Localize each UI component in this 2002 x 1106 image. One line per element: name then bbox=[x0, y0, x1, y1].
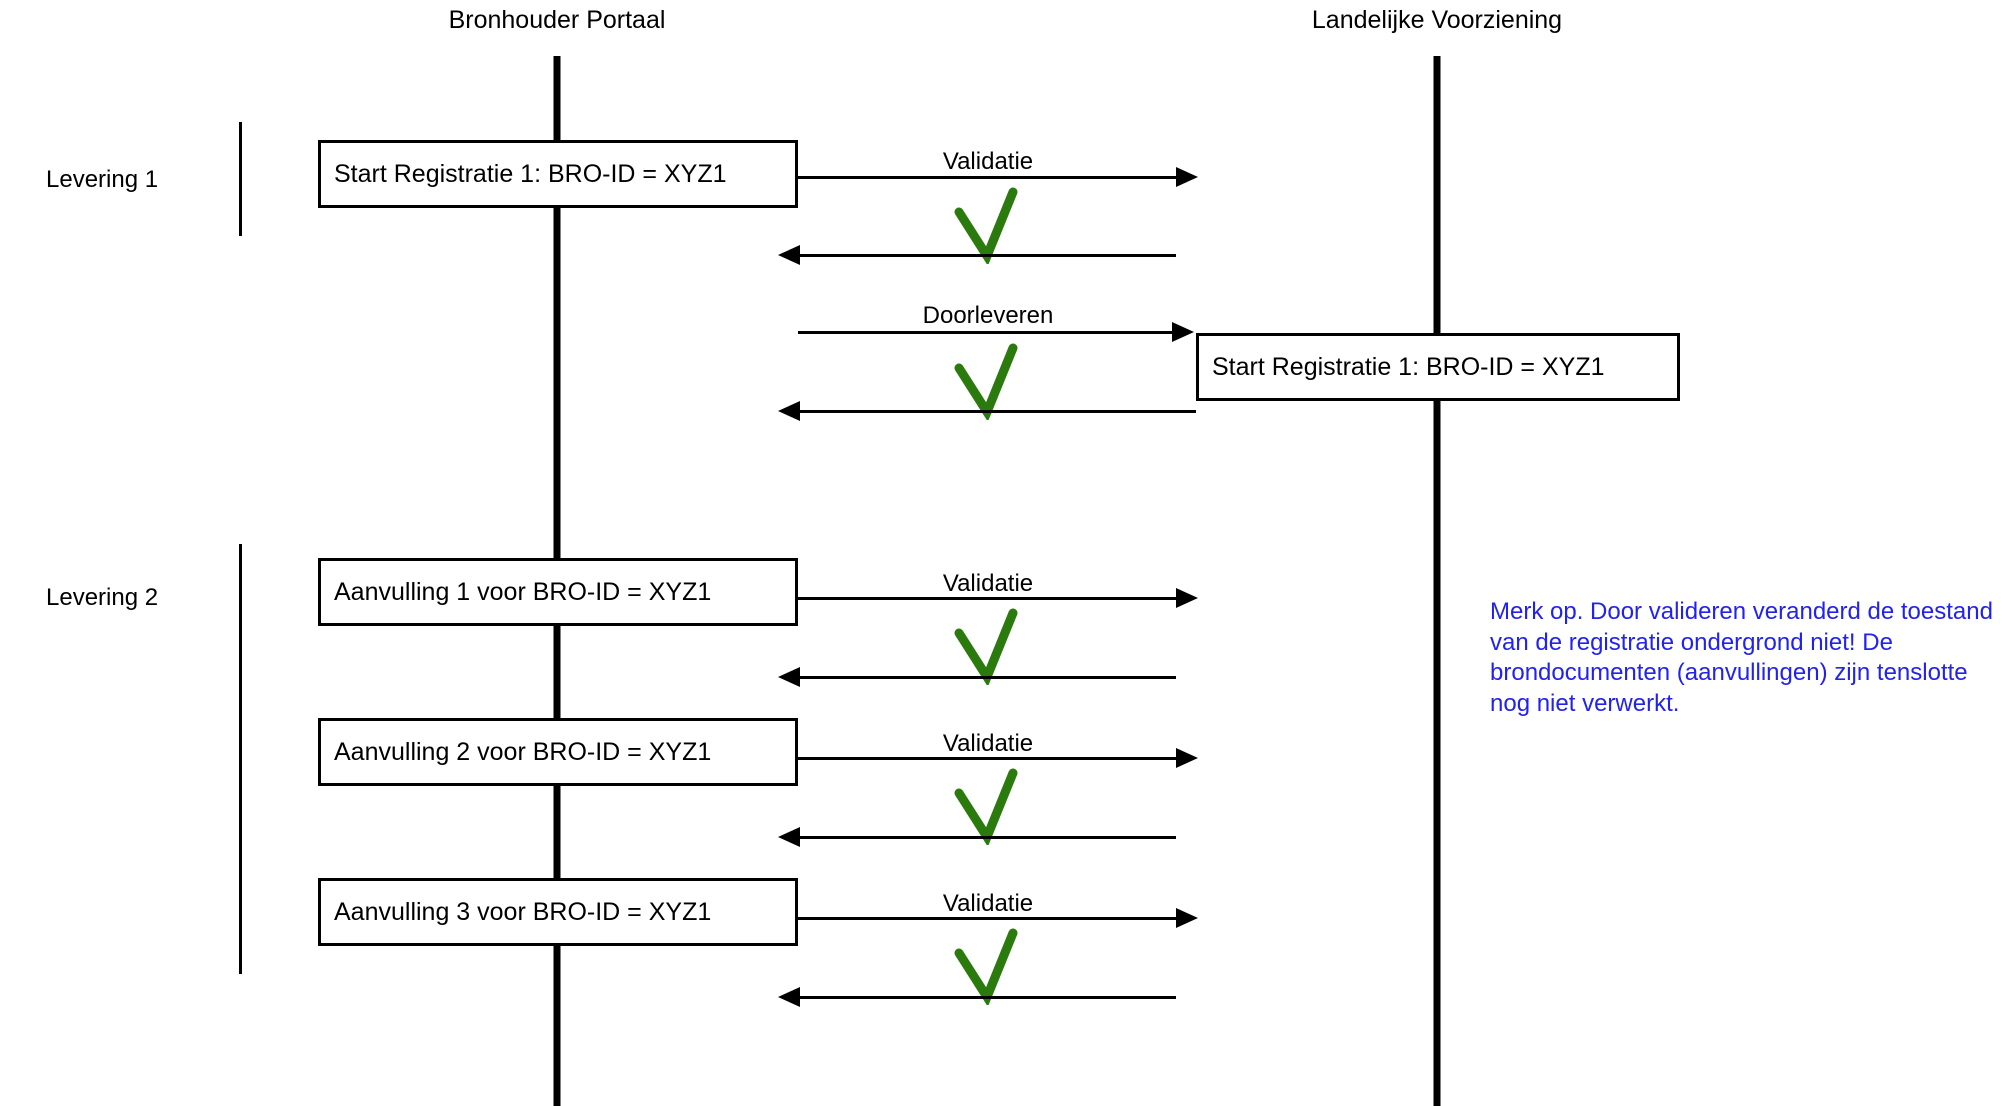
arrow-head-doorleveren bbox=[1172, 322, 1194, 342]
box-aanvulling-1-label: Aanvulling 1 voor BRO-ID = XYZ1 bbox=[334, 577, 712, 606]
message-line-return-5 bbox=[800, 996, 1176, 999]
lifeline-bar-landelijke-voorziening bbox=[1433, 56, 1441, 1106]
arrow-head-validatie-4 bbox=[1176, 908, 1198, 928]
group-bracket-levering-1 bbox=[239, 122, 242, 236]
box-start-registratie-left-label: Start Registratie 1: BRO-ID = XYZ1 bbox=[334, 159, 727, 188]
box-aanvulling-1[interactable]: Aanvulling 1 voor BRO-ID = XYZ1 bbox=[318, 558, 798, 626]
message-label-validatie-2: Validatie bbox=[942, 570, 1034, 597]
message-line-return-3 bbox=[800, 676, 1176, 679]
message-line-return-2 bbox=[800, 410, 1196, 413]
arrow-head-return-5 bbox=[778, 987, 800, 1007]
arrow-head-return-1 bbox=[778, 245, 800, 265]
message-label-validatie-1: Validatie bbox=[942, 148, 1034, 175]
message-line-return-4 bbox=[800, 836, 1176, 839]
group-label-levering-1: Levering 1 bbox=[46, 166, 159, 193]
lifeline-header-landelijke-voorziening: Landelijke Voorziening bbox=[1311, 6, 1563, 34]
message-line-validatie-3 bbox=[798, 757, 1176, 760]
box-aanvulling-2[interactable]: Aanvulling 2 voor BRO-ID = XYZ1 bbox=[318, 718, 798, 786]
arrow-head-validatie-3 bbox=[1176, 748, 1198, 768]
message-label-doorleveren: Doorleveren bbox=[922, 302, 1054, 329]
box-aanvulling-3[interactable]: Aanvulling 3 voor BRO-ID = XYZ1 bbox=[318, 878, 798, 946]
message-line-validatie-1 bbox=[798, 176, 1176, 179]
message-line-doorleveren bbox=[798, 331, 1172, 334]
arrow-head-validatie-1 bbox=[1176, 167, 1198, 187]
box-start-registratie-right[interactable]: Start Registratie 1: BRO-ID = XYZ1 bbox=[1196, 333, 1680, 401]
message-label-validatie-3: Validatie bbox=[942, 730, 1034, 757]
message-line-validatie-4 bbox=[798, 917, 1176, 920]
arrow-head-validatie-2 bbox=[1176, 588, 1198, 608]
arrow-head-return-2 bbox=[778, 401, 800, 421]
message-line-validatie-2 bbox=[798, 597, 1176, 600]
message-label-validatie-4: Validatie bbox=[942, 890, 1034, 917]
arrow-head-return-4 bbox=[778, 827, 800, 847]
group-label-levering-2: Levering 2 bbox=[46, 584, 159, 611]
box-aanvulling-3-label: Aanvulling 3 voor BRO-ID = XYZ1 bbox=[334, 897, 712, 926]
box-aanvulling-2-label: Aanvulling 2 voor BRO-ID = XYZ1 bbox=[334, 737, 712, 766]
message-line-return-1 bbox=[800, 254, 1176, 257]
annotation-note: Merk op. Door valideren veranderd de toe… bbox=[1490, 598, 1993, 718]
box-start-registratie-right-label: Start Registratie 1: BRO-ID = XYZ1 bbox=[1212, 352, 1605, 381]
arrow-head-return-3 bbox=[778, 667, 800, 687]
box-start-registratie-left[interactable]: Start Registratie 1: BRO-ID = XYZ1 bbox=[318, 140, 798, 208]
group-bracket-levering-2 bbox=[239, 544, 242, 974]
lifeline-header-bronhouder-portaal: Bronhouder Portaal bbox=[448, 6, 666, 34]
